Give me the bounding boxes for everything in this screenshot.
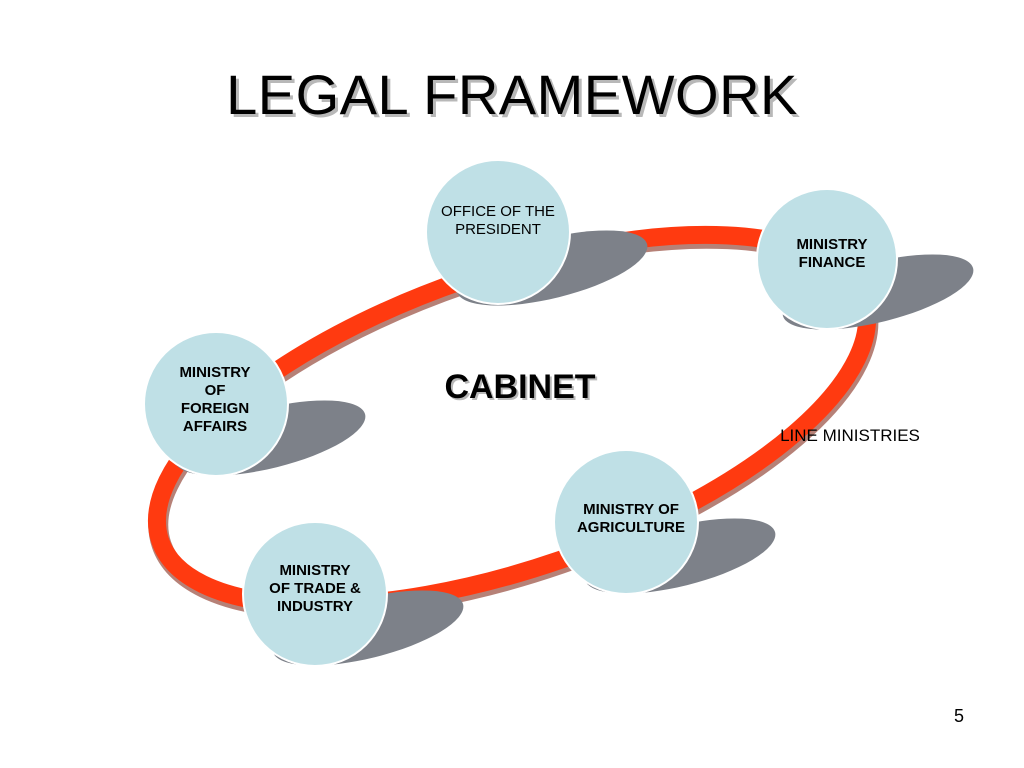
cabinet-label: CABINET <box>444 368 596 406</box>
node-agriculture-label: MINISTRY OF AGRICULTURE <box>576 501 686 536</box>
node-foreign <box>143 331 366 477</box>
node-president-circle <box>425 159 571 305</box>
node-agriculture <box>553 449 776 595</box>
node-president <box>425 159 648 306</box>
node-trade <box>242 521 464 667</box>
node-foreign-label: MINISTRY OF FOREIGN AFFAIRS <box>179 364 251 435</box>
node-finance-circle <box>756 188 898 330</box>
node-finance <box>756 188 974 330</box>
line-ministries-label: LINE MINISTRIES <box>780 426 920 445</box>
page-number: 5 <box>953 706 964 726</box>
node-trade-circle <box>242 521 388 667</box>
slide-title: LEGAL FRAMEWORK <box>226 63 798 126</box>
node-president-label: OFFICE OF THE PRESIDENT <box>441 203 555 238</box>
node-trade-label: MINISTRY OF TRADE & INDUSTRY <box>269 562 361 615</box>
node-foreign-circle <box>143 331 289 477</box>
node-finance-label: MINISTRY FINANCE <box>796 236 868 271</box>
node-agriculture-circle <box>553 449 699 595</box>
